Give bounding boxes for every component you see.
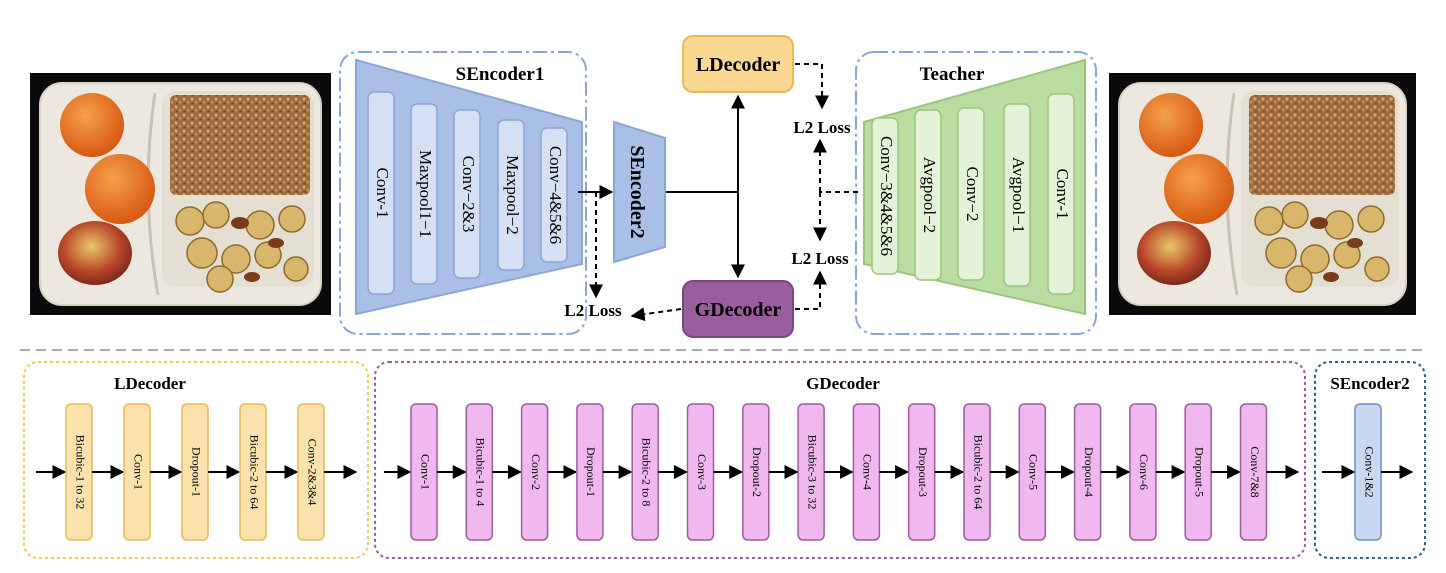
gdecoder-layer-label: Bicubic-1 to 4: [474, 438, 488, 507]
l2-loss-label-top: L2 Loss: [793, 118, 851, 137]
input-food-image: [30, 73, 331, 315]
sencoder2-detail-title: SEncoder2: [1330, 374, 1409, 393]
ldecoder-layer-label: Bicubic-1 to 32: [73, 435, 87, 510]
teacher-layer-label: Conv-1: [1053, 169, 1072, 220]
gdecoder-layer-label: Dropout-3: [916, 447, 930, 497]
ldecoder-layer-label: Dropout-1: [189, 447, 203, 497]
sencoder1-layer-label: Maxpool−2: [503, 155, 522, 234]
gdecoder-layer-label: Dropout-2: [750, 447, 764, 497]
gdecoder-detail-frame: [374, 361, 1306, 559]
gdecoder-layer-label: Dropout-4: [1082, 447, 1096, 497]
sencoder1-layer-block: [367, 91, 395, 295]
teacher-layer-label: Avgpool−2: [920, 157, 939, 233]
gdecoder-layer-label: Conv-2: [529, 454, 543, 490]
gdecoder-layer-label: Bicubic-2 to 64: [971, 435, 985, 510]
gdecoder-layer-label: Dropout-1: [584, 447, 598, 497]
sencoder1-layer-block: [540, 127, 568, 263]
gdecoder-detail-title: GDecoder: [806, 374, 880, 393]
sencoder1-layer-label: Conv−4&5&6: [546, 146, 565, 244]
ldecoder-detail-frame: [23, 361, 369, 559]
sencoder1-title: SEncoder1: [456, 64, 545, 85]
sencoder1-layer-block: [497, 119, 525, 271]
sencoder2-layer-label: Conv-1&2: [1362, 446, 1376, 497]
ldecoder-layer-label: Conv-1: [131, 454, 145, 490]
sencoder2-trapezoid: [613, 120, 666, 264]
loss-connectors: [589, 63, 858, 322]
gdecoder-layer-label: Dropout-5: [1192, 447, 1206, 497]
ldecoder-layer-label: Conv-2&3&4: [305, 439, 319, 506]
output-food-image: [1109, 73, 1416, 315]
sencoder1-layer-block: [410, 103, 438, 285]
gdecoder-layer-label: Conv-1: [418, 454, 432, 490]
teacher-layer-block: [1003, 103, 1031, 287]
l2-loss-label-middle: L2 Loss: [791, 249, 849, 268]
ldecoder-label: LDecoder: [696, 54, 781, 76]
gdecoder-layer-label: Conv-3: [695, 454, 709, 490]
teacher-layer-block: [914, 109, 942, 281]
l2-loss-label-bottom: L2 Loss: [564, 301, 622, 320]
gdecoder-layer-label: Conv-6: [1137, 454, 1151, 490]
sencoder2-label: SEncoder2: [626, 145, 648, 238]
teacher-layer-block: [1047, 93, 1075, 295]
teacher-layer-block: [871, 117, 899, 275]
gdecoder-layer-label: Conv-7&8: [1248, 446, 1262, 497]
teacher-layer-label: Avgpool−1: [1009, 157, 1028, 233]
sencoder1-layer-label: Conv−2&3: [459, 156, 478, 233]
gdecoder-layer-label: Bicubic-2 to 8: [639, 438, 653, 507]
teacher-layer-label: Conv−3&4&5&6: [877, 136, 896, 256]
gdecoder-box: [682, 280, 794, 338]
sencoder1-layer-label: Maxpool1−1: [416, 150, 435, 238]
gdecoder-layer-label: Conv-5: [1027, 454, 1041, 490]
sencoder1-layer-block: [453, 109, 481, 279]
gdecoder-layer-label: Bicubic-3 to 32: [805, 435, 819, 510]
ldecoder-layer-label: Bicubic-2 to 64: [247, 435, 261, 510]
teacher-layer-label: Conv−2: [963, 167, 982, 222]
sencoder2-detail-frame: [1314, 361, 1426, 559]
gdecoder-layer-label: Conv-4: [861, 454, 875, 490]
teacher-title: Teacher: [920, 64, 985, 85]
sencoder1-layer-label: Conv-1: [373, 168, 392, 219]
gdecoder-label: GDecoder: [695, 299, 782, 321]
teacher-layer-block: [957, 107, 985, 281]
ldecoder-detail-title: LDecoder: [114, 374, 186, 393]
ldecoder-box: [682, 35, 794, 93]
